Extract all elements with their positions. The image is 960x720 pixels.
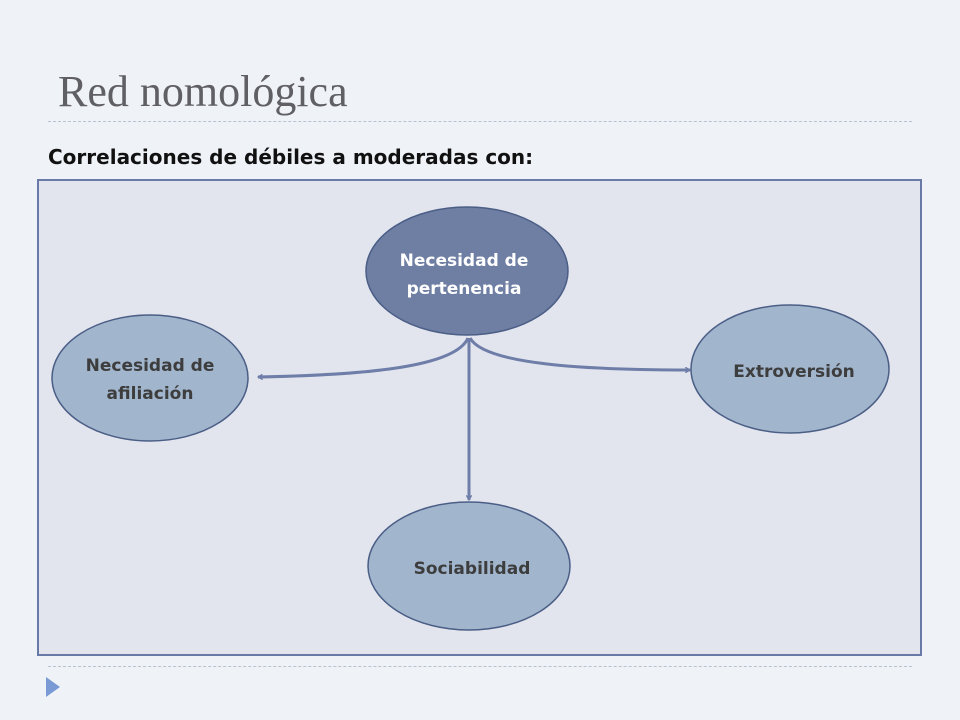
node-label-extroversion: Extroversión bbox=[733, 362, 855, 382]
node-label-pertenencia-line2: pertenencia bbox=[407, 279, 522, 299]
node-necesidad-de-pertenencia: Necesidad de pertenencia bbox=[365, 206, 569, 336]
node-label-sociabilidad: Sociabilidad bbox=[414, 559, 531, 579]
edge-pertenencia-to-afiliacion bbox=[258, 337, 470, 377]
node-shape-extroversion bbox=[690, 304, 890, 434]
node-label-afiliacion-line2: afiliación bbox=[107, 384, 194, 404]
node-label-afiliacion-line1: Necesidad de bbox=[86, 356, 215, 376]
node-shape-pertenencia bbox=[365, 206, 569, 336]
node-sociabilidad: Sociabilidad bbox=[367, 501, 571, 631]
node-shape-afiliacion bbox=[51, 314, 249, 442]
triangle-right-bullet-icon bbox=[46, 677, 60, 697]
node-label-pertenencia-line1: Necesidad de bbox=[400, 251, 529, 271]
slide-title: Red nomológica bbox=[58, 67, 348, 116]
slide-subtitle: Correlaciones de débiles a moderadas con… bbox=[48, 145, 534, 169]
node-shape-sociabilidad bbox=[367, 501, 571, 631]
title-divider bbox=[48, 121, 912, 122]
node-necesidad-de-afiliacion: Necesidad de afiliación bbox=[51, 314, 249, 442]
footer-divider bbox=[48, 666, 912, 667]
edge-pertenencia-to-extroversion bbox=[468, 337, 690, 370]
node-extroversion: Extroversión bbox=[690, 304, 890, 434]
